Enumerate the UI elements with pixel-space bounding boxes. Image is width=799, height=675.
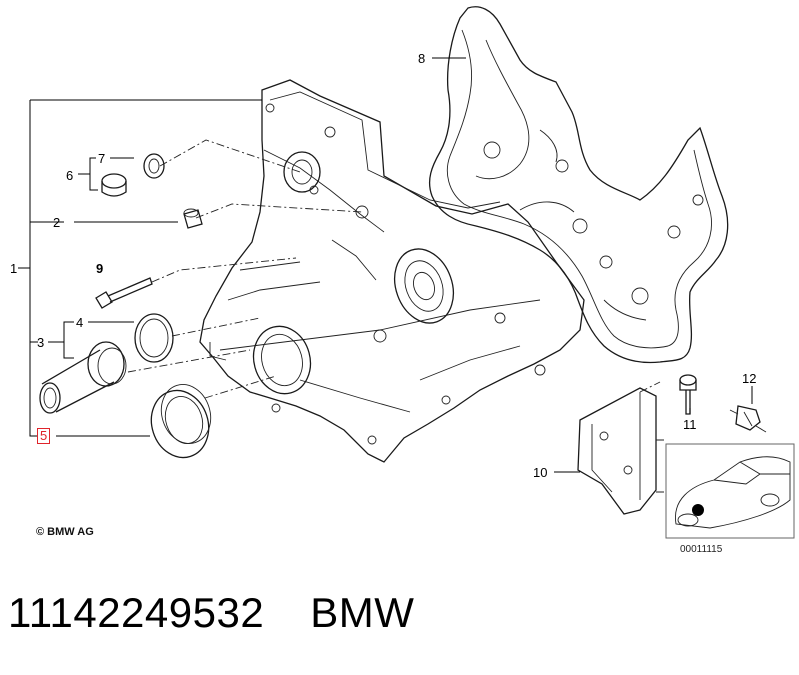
label-7: 7	[98, 151, 106, 166]
label-12: 12	[742, 371, 757, 386]
leader-lines	[18, 57, 753, 473]
label-4: 4	[76, 315, 84, 330]
sleeve-3-part	[39, 341, 127, 414]
vehicle-thumbnail	[665, 443, 795, 539]
label-5-highlighted: 5	[37, 428, 51, 444]
label-6: 6	[66, 168, 74, 183]
washer-7-part	[143, 153, 165, 179]
plug-6-part	[101, 173, 127, 197]
footer-caption: 11142249532 BMW	[8, 589, 414, 637]
label-9: 9	[96, 261, 104, 276]
timing-cover-housing	[199, 79, 585, 463]
gasket-part	[428, 6, 729, 364]
copyright-text: © BMW AG	[36, 526, 94, 538]
label-8: 8	[418, 51, 426, 66]
label-1: 1	[10, 261, 18, 276]
part-number: 11142249532	[8, 589, 265, 636]
bolt-9-part	[95, 277, 153, 309]
dowel-2-part	[183, 208, 203, 229]
label-11: 11	[683, 417, 697, 432]
label-3: 3	[37, 335, 45, 350]
clip-12-part	[729, 405, 767, 433]
bracket-part	[577, 387, 664, 515]
seal-5-part	[150, 384, 212, 459]
brand-name: BMW	[310, 589, 415, 636]
oring-4-part	[134, 313, 174, 363]
diagram-code: 00011115	[680, 544, 723, 555]
label-10: 10	[533, 465, 548, 480]
bolt-11-part	[679, 374, 697, 415]
label-2: 2	[53, 215, 61, 230]
